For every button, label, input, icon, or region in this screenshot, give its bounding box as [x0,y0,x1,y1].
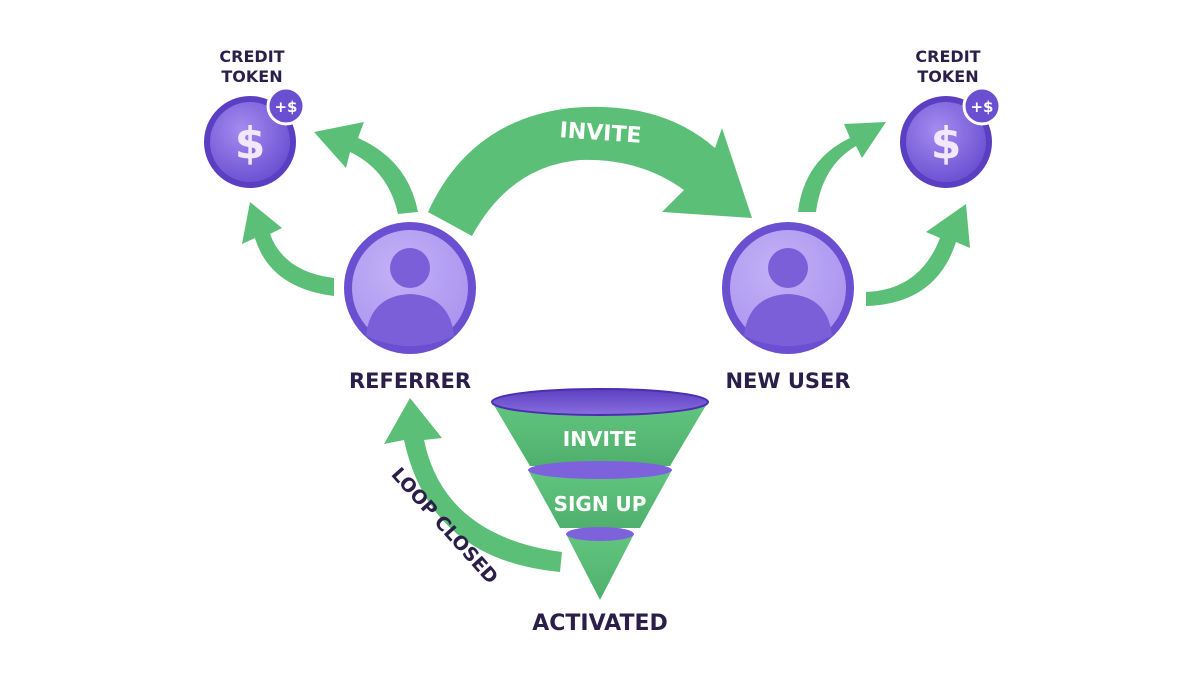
funnel-bottom-rim [566,527,634,541]
invite-arrow: INVITE [428,106,752,236]
funnel-stage-sign-up [528,470,672,528]
badge-text: +$ [970,98,993,116]
funnel-stage-activated [566,534,634,600]
plus-dollar-badge [962,86,1002,126]
new-user-reward-arrow-upper [798,122,886,212]
token-label-line2: TOKEN [221,67,282,86]
token-label-line1: CREDIT [915,47,980,66]
referrer-reward-arrow-upper [314,122,418,214]
referrer-reward-arrow-lower [242,202,334,296]
invite-arrow-label: INVITE [559,118,642,149]
new-user-label: NEW USER [725,369,850,393]
funnel-stage-invite [492,402,708,466]
dollar-icon: $ [931,118,962,169]
credit-token-left: CREDIT TOKEN $ +$ [204,47,306,188]
funnel-stage-label: SIGN UP [554,492,647,516]
coin-face [906,102,986,182]
coin-face [210,102,290,182]
user-icon [366,248,454,346]
conversion-funnel: INVITE SIGN UP ACTIVATED [491,388,709,636]
funnel-top-rim [491,388,709,416]
new-user-reward-arrow-lower [866,204,970,306]
funnel-stage-label: INVITE [563,427,637,451]
dollar-icon: $ [235,118,266,169]
user-icon [744,248,832,346]
activated-label: ACTIVATED [532,611,668,636]
badge-text: +$ [274,98,297,116]
referrer-label: REFERRER [349,369,471,393]
loop-closed-label: LOOP CLOSED [387,464,503,589]
token-label-line1: CREDIT [219,47,284,66]
plus-dollar-badge [266,86,306,126]
credit-token-right: CREDIT TOKEN $ +$ [900,47,1002,188]
new-user-node: NEW USER [722,222,854,393]
referrer-node: REFERRER [344,222,476,393]
funnel-mid-rim [528,461,672,479]
token-label-line2: TOKEN [917,67,978,86]
